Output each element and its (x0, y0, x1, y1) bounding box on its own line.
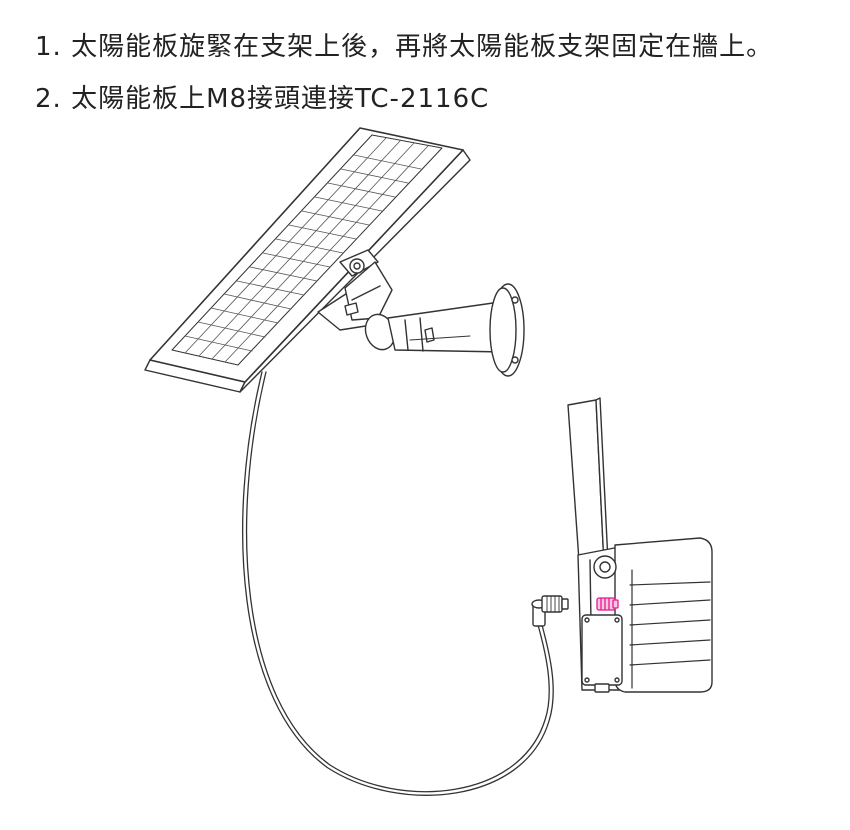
m8-connector (531, 595, 569, 627)
panel-mount-bracket (317, 249, 525, 377)
solar-panel (144, 127, 471, 393)
solar-cable (242, 371, 554, 796)
tc-2116c-device (567, 397, 713, 693)
instruction-step-2: 2. 太陽能板上M8接頭連接TC-2116C (35, 84, 490, 114)
m8-port-highlight (596, 597, 619, 611)
solar-cell-grid (184, 137, 429, 363)
instruction-step-1: 1. 太陽能板旋緊在支架上後，再將太陽能板支架固定在牆上。 (35, 32, 774, 62)
